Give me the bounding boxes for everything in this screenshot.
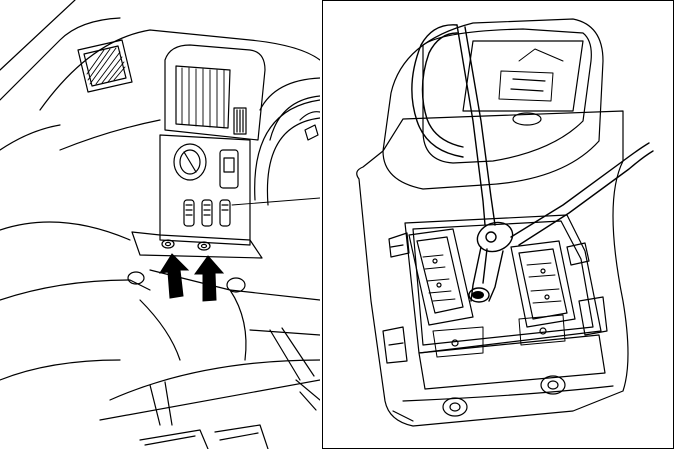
dashboard-illustration — [0, 0, 320, 449]
left-panel-dashboard — [0, 0, 320, 449]
left-air-vent — [78, 40, 132, 92]
leader-line — [232, 198, 320, 205]
climate-sliders — [184, 200, 230, 226]
pedal-left — [140, 430, 208, 449]
mount-hole-left — [443, 398, 467, 416]
pedal-right — [215, 425, 268, 449]
shift-bezel — [383, 19, 603, 189]
center-air-vent — [176, 66, 230, 128]
screw-right — [198, 242, 210, 250]
screw-left — [162, 240, 174, 248]
steering-wheel — [255, 100, 320, 200]
arrow-right — [195, 256, 223, 301]
console-shell — [357, 111, 628, 426]
pliers — [412, 25, 653, 302]
console-opening — [405, 215, 601, 353]
switch-assembly-left — [409, 229, 473, 325]
arrow-left — [160, 254, 188, 298]
console-removal-illustration — [323, 1, 673, 446]
right-panel-detail — [322, 0, 674, 449]
switch-assembly-right — [511, 241, 575, 327]
climate-knob — [174, 144, 206, 180]
mount-hole-right — [541, 376, 565, 394]
